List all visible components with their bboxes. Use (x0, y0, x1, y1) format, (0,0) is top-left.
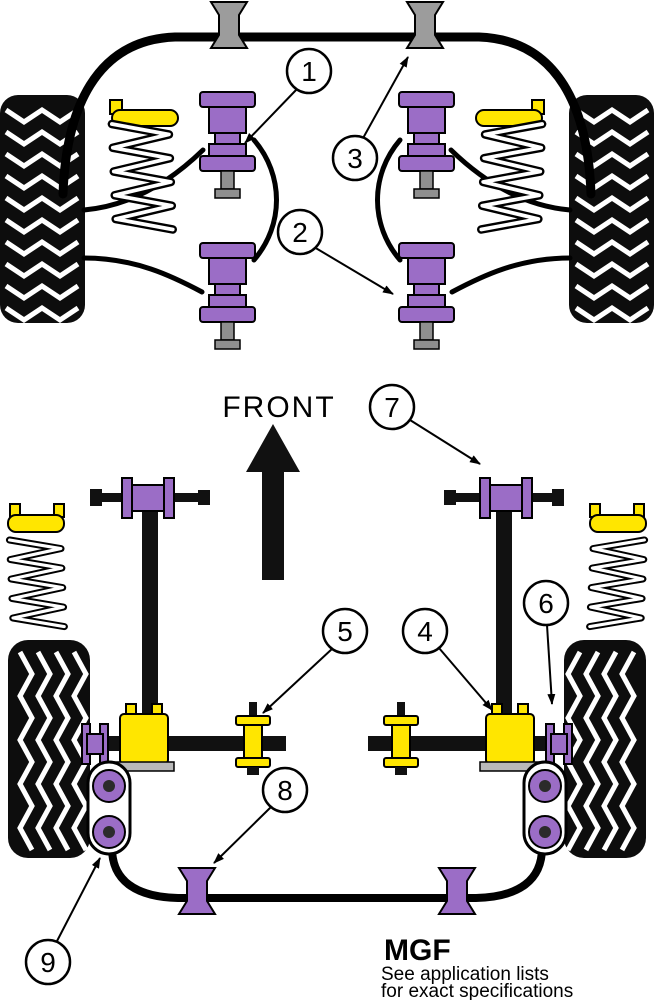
callout-8: 8 (213, 766, 309, 864)
callout-9-arrow (55, 857, 101, 944)
callouts: 1 3 2 7 5 4 6 (24, 47, 570, 986)
note-line-2: for exact specifications (381, 981, 573, 1000)
callout-2-arrow (313, 246, 394, 295)
callout-4: 4 (401, 607, 493, 711)
callout-7-label: 7 (384, 392, 400, 423)
caption: MGF See application lists for exact spec… (381, 934, 573, 1000)
callout-8-arrow (213, 806, 272, 864)
callout-7: 7 (368, 383, 481, 465)
callout-3-arrow (361, 56, 409, 141)
callout-1-arrow (244, 88, 298, 144)
callout-8-label: 8 (277, 775, 293, 806)
callout-1-label: 1 (301, 56, 317, 87)
callout-4-arrow (438, 647, 493, 711)
callout-2: 2 (276, 208, 394, 295)
model-label: MGF (384, 934, 451, 967)
callout-1: 1 (244, 47, 333, 144)
front-suspension-view (0, 2, 654, 349)
callout-6-arrow (546, 624, 556, 705)
callout-6: 6 (522, 579, 570, 705)
front-right-side (327, 2, 654, 349)
callout-5: 5 (262, 607, 369, 714)
callout-9-label: 9 (40, 947, 56, 978)
note-line-1: See application lists (381, 964, 549, 985)
front-left-side (0, 2, 327, 349)
callout-5-label: 5 (337, 616, 353, 647)
callout-3: 3 (331, 56, 409, 182)
callout-5-arrow (262, 647, 334, 714)
callout-3-label: 3 (347, 143, 363, 174)
callout-4-label: 4 (417, 616, 433, 647)
front-direction-arrow-icon (246, 424, 300, 580)
rear-suspension-view: FRONT (8, 391, 646, 914)
callout-6-label: 6 (538, 588, 554, 619)
callout-7-arrow (409, 419, 481, 465)
front-direction-label: FRONT (222, 391, 335, 424)
rear-right-side (327, 478, 646, 914)
callout-9: 9 (24, 857, 101, 986)
callout-2-label: 2 (292, 217, 308, 248)
